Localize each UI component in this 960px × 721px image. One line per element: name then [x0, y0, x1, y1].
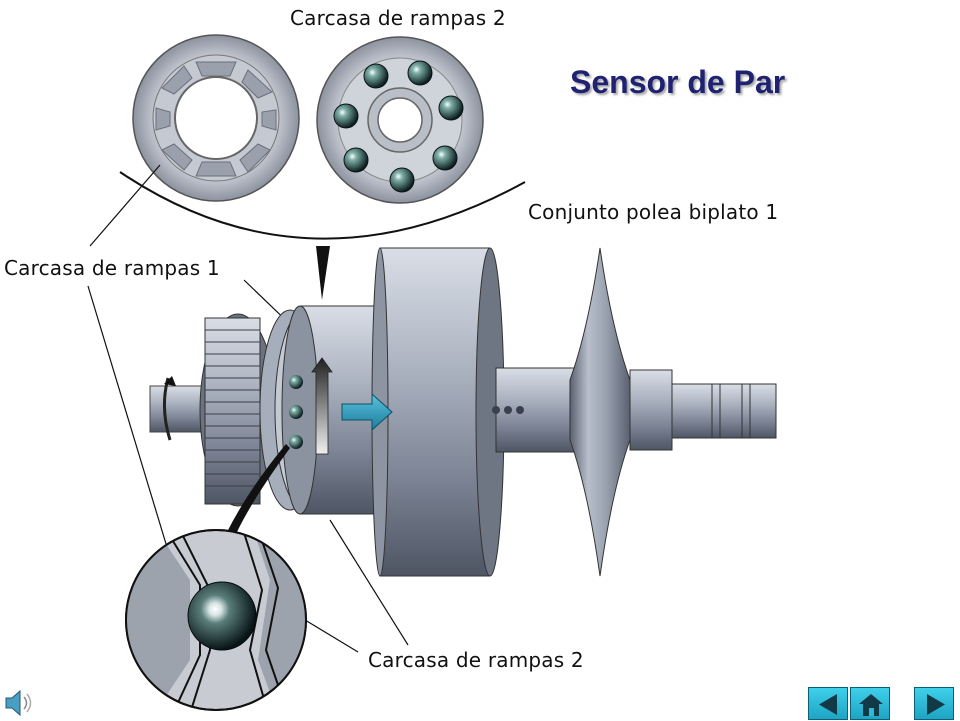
callout-pointer-bottom [226, 444, 290, 534]
label-ramp-housing-2-top: Carcasa de rampas 2 [290, 6, 506, 30]
ramp-housing-2-illustration [316, 36, 484, 204]
label-ramp-housing-1: Carcasa de rampas 1 [4, 256, 220, 280]
magnified-ball-detail [125, 529, 307, 711]
callout-pointer-top [316, 246, 330, 300]
label-ramp-housing-2-bottom: Carcasa de rampas 2 [368, 648, 584, 672]
home-button[interactable] [850, 687, 890, 720]
next-slide-button[interactable] [914, 687, 954, 720]
label-pulley-assembly: Conjunto polea biplato 1 [528, 200, 779, 224]
pulley-assembly-illustration [149, 247, 777, 577]
right-triangle-icon [927, 694, 945, 715]
page-title: Sensor de Par [570, 64, 786, 100]
prev-slide-button[interactable] [808, 687, 848, 720]
ramp-housing-1-illustration [132, 34, 300, 202]
home-icon [859, 694, 883, 716]
callout-arc-top [119, 171, 526, 240]
speaker-icon[interactable] [2, 686, 36, 720]
left-triangle-icon [819, 694, 837, 715]
